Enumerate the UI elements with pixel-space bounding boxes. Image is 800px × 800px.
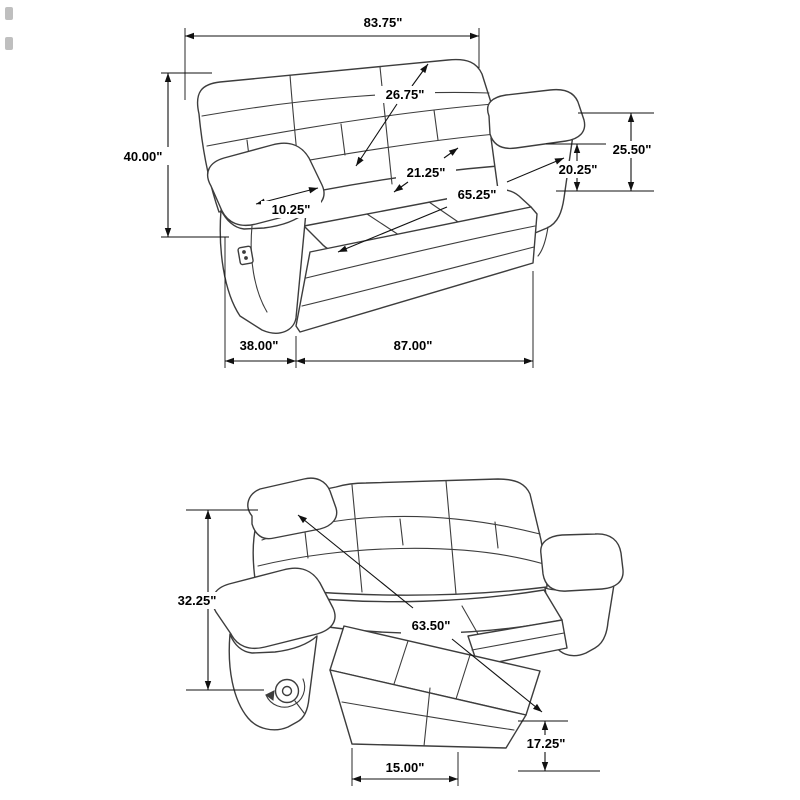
dim-text-footrest-width: 15.00" bbox=[386, 760, 425, 775]
dim-reclined-length-b bbox=[451, 638, 543, 713]
dim-label-width-front: 87.00" bbox=[383, 337, 443, 354]
label-bg bbox=[602, 141, 662, 158]
reclined-left-arm-body bbox=[228, 633, 318, 731]
dim-text-arm-height: 25.50" bbox=[613, 142, 652, 157]
label-bg bbox=[516, 735, 576, 752]
dim-text-width-top: 83.75" bbox=[364, 15, 403, 30]
label-bg bbox=[167, 592, 227, 609]
label-bg bbox=[383, 337, 443, 354]
label-bg bbox=[447, 186, 507, 203]
edge-artifact-1 bbox=[5, 7, 13, 20]
power-recline-button bbox=[237, 245, 254, 266]
dim-text-seat-height: 20.25" bbox=[559, 162, 598, 177]
dim-label-footrest-height: 17.25" bbox=[516, 735, 576, 752]
tuft-row-1 bbox=[206, 103, 494, 147]
button-dot-1 bbox=[242, 250, 246, 254]
dim-label-seat-height: 20.25" bbox=[548, 161, 608, 178]
dim-label-back-height: 26.75" bbox=[375, 86, 435, 103]
dim-text-back-height: 26.75" bbox=[386, 87, 425, 102]
label-bg bbox=[353, 13, 413, 31]
dim-text-seat-width: 65.25" bbox=[458, 187, 497, 202]
dim-label-reclined-height: 32.25" bbox=[167, 592, 227, 609]
footrest-face-div bbox=[423, 687, 431, 747]
footrest-face-seam bbox=[341, 701, 515, 731]
reclined-left-headrest bbox=[247, 477, 338, 540]
reclined-back-seam-1 bbox=[351, 484, 363, 593]
scan-artifacts bbox=[5, 7, 13, 50]
dim-label-width-top: 83.75" bbox=[353, 13, 413, 31]
handle-inner-knob bbox=[281, 685, 293, 697]
label-bg bbox=[548, 161, 608, 178]
dim-text-height: 40.00" bbox=[124, 149, 163, 164]
label-bg bbox=[113, 147, 173, 165]
sofa-upright-drawing bbox=[196, 58, 586, 334]
reclined-right-arm-pad bbox=[540, 533, 624, 592]
base-seam-2 bbox=[301, 246, 535, 307]
dim-seat-depth-a bbox=[393, 181, 409, 193]
dim-label-seat-depth: 21.25" bbox=[396, 164, 456, 181]
footrest-seam-1 bbox=[393, 640, 409, 685]
recline-handle bbox=[265, 678, 306, 714]
sofa-reclined-drawing bbox=[211, 477, 624, 749]
reclined-left-arm-pad bbox=[211, 567, 336, 650]
dim-seat-width-a bbox=[337, 206, 448, 253]
footrest-seam-2 bbox=[455, 654, 471, 700]
label-bg bbox=[375, 86, 435, 103]
dim-back-height-a bbox=[411, 63, 429, 87]
sofa-reclined-dimensions: 32.25" 63.50" 17.25" 15.00" bbox=[167, 509, 600, 786]
dim-text-seat-depth: 21.25" bbox=[407, 165, 446, 180]
handle-rotation-arrow bbox=[265, 678, 306, 708]
dim-text-reclined-height: 32.25" bbox=[178, 593, 217, 608]
dim-label-arm-height: 25.50" bbox=[602, 141, 662, 158]
tuft-divider-3 bbox=[433, 109, 439, 141]
left-arm-front-seam bbox=[250, 225, 268, 313]
dim-label-footrest-width: 15.00" bbox=[375, 759, 435, 776]
dim-seat-depth-b bbox=[443, 147, 459, 159]
dim-label-height: 40.00" bbox=[113, 147, 173, 165]
dim-text-width-front: 87.00" bbox=[394, 338, 433, 353]
reclined-tuft-row bbox=[257, 547, 545, 567]
dim-label-seat-width: 65.25" bbox=[447, 186, 507, 203]
back-cushion-seam-2 bbox=[379, 66, 393, 185]
dim-label-reclined-length: 63.50" bbox=[401, 617, 461, 634]
dim-text-depth: 38.00" bbox=[240, 338, 279, 353]
base-seam-1 bbox=[305, 225, 536, 279]
label-bg bbox=[375, 759, 435, 776]
reclined-tuft-div-3 bbox=[494, 521, 499, 549]
tuft-divider-2 bbox=[340, 123, 346, 156]
right-arm-pad bbox=[487, 88, 586, 150]
button-dot-2 bbox=[244, 256, 248, 260]
dim-label-depth: 38.00" bbox=[229, 337, 289, 354]
headrest-seam bbox=[201, 91, 490, 117]
dim-text-reclined-length: 63.50" bbox=[412, 618, 451, 633]
label-bg bbox=[229, 337, 289, 354]
right-arm-front-seam bbox=[537, 226, 549, 257]
label-bg bbox=[401, 617, 461, 634]
label-bg bbox=[396, 164, 456, 181]
dim-text-arm-width: 10.25" bbox=[272, 202, 311, 217]
left-arm-body bbox=[219, 209, 307, 334]
reclined-seat-seam bbox=[461, 605, 479, 635]
dim-seat-width-b bbox=[506, 157, 565, 183]
edge-artifact-2 bbox=[5, 37, 13, 50]
reclined-tuft-div-1 bbox=[304, 531, 309, 559]
label-bg bbox=[261, 201, 321, 218]
dim-back-height-b bbox=[355, 103, 398, 167]
dim-reclined-length-a bbox=[297, 514, 414, 609]
handle-lever bbox=[294, 700, 305, 714]
button-plate bbox=[237, 245, 254, 266]
reclined-base-seam bbox=[471, 632, 565, 651]
reclined-tuft-div-2 bbox=[399, 518, 404, 546]
dim-label-arm-width: 10.25" bbox=[261, 201, 321, 218]
handle-arrowhead bbox=[265, 690, 275, 701]
reclined-back-seam-2 bbox=[445, 480, 457, 595]
dim-text-footrest-height: 17.25" bbox=[527, 736, 566, 751]
sofa-upright-dimensions: 83.75" 40.00" 26.75" 25.50" 20.25" bbox=[113, 13, 662, 368]
